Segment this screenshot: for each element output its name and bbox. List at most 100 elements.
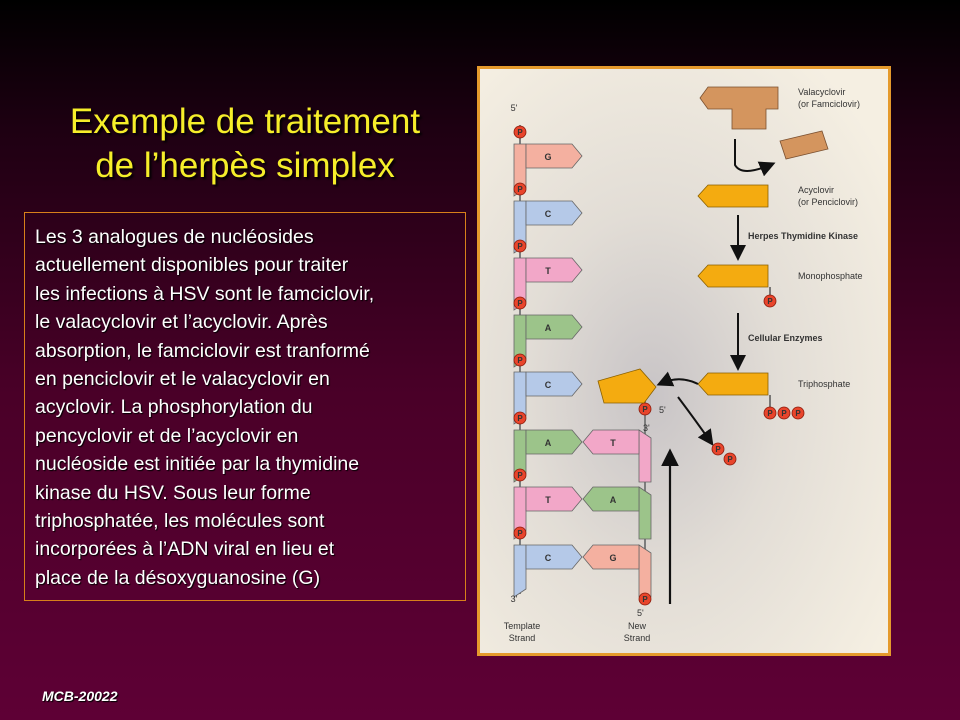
valacyclovir-molecule <box>699 86 779 130</box>
phosphate-label: P <box>795 409 801 418</box>
new-base-A <box>582 486 640 512</box>
phosphate-icon <box>777 406 791 420</box>
cleaved-fragment <box>779 130 829 160</box>
body-line: actuellement disponibles pour traiter <box>35 254 349 277</box>
enzymes-label: Cellular Enzymes <box>748 333 823 343</box>
template-base-A <box>525 429 583 455</box>
phosphate-icon <box>513 411 527 425</box>
phosphate-icon <box>513 239 527 253</box>
triphosphate-molecule <box>697 372 769 396</box>
arrow-down-icon <box>677 396 714 446</box>
template-base-label: T <box>545 495 551 505</box>
phosphate-icon <box>513 125 527 139</box>
body-line: kinase du HSV. Sous leur forme <box>35 481 311 504</box>
footer-code: MCB-20022 <box>42 688 118 704</box>
template-strand-label: Template <box>504 621 541 631</box>
phosphate-label: P <box>767 409 773 418</box>
new-nucleotide-stem <box>638 429 652 483</box>
phosphate-label: P <box>642 405 648 414</box>
valacyclovir-label: Valacyclovir <box>798 87 845 97</box>
phosphate-label: P <box>517 242 523 251</box>
body-line: Les 3 analogues de nucléosides <box>35 226 314 248</box>
phosphate-icon <box>638 402 652 416</box>
slide-title: Exemple de traitement de l’herpès simple… <box>30 100 460 188</box>
phosphate-label: P <box>517 471 523 480</box>
three-prime-label-new: 3' <box>643 423 650 433</box>
template-base-T <box>525 257 583 283</box>
phosphate-label: P <box>781 409 787 418</box>
body-line: acyclovir. La phosphorylation du <box>35 396 313 419</box>
five-prime-label-template: 5' <box>511 103 518 113</box>
phosphate-icon <box>638 592 652 606</box>
phosphate-label: P <box>517 414 523 423</box>
kinase-label: Herpes Thymidine Kinase <box>748 231 858 241</box>
body-line: absorption, le famciclovir est tranformé <box>35 339 370 362</box>
template-base-label: C <box>545 553 552 563</box>
new-base-G <box>582 544 640 570</box>
body-line: pencyclovir et de l’acyclovir en <box>35 424 299 447</box>
title-line-2: de l’herpès simplex <box>95 146 395 185</box>
new-strand-label: New <box>628 621 647 631</box>
template-base-label: C <box>545 380 552 390</box>
new-strand-label: Strand <box>624 633 651 643</box>
template-base-A <box>525 314 583 340</box>
phosphate-icon <box>711 442 725 456</box>
template-base-C <box>525 371 583 397</box>
phosphate-label: P <box>517 529 523 538</box>
phosphate-icon <box>513 353 527 367</box>
new-base-T <box>582 429 640 455</box>
phosphate-icon <box>513 296 527 310</box>
new-base-label: A <box>610 495 617 505</box>
three-prime-label-template: 3' <box>511 594 518 604</box>
new-nucleotide-stem <box>638 486 652 540</box>
arrow-down-icon <box>734 139 776 177</box>
monophosphate-label: Monophosphate <box>798 271 863 281</box>
phosphate-icon <box>513 526 527 540</box>
body-line: les infections à HSV sont le famciclovir… <box>35 282 375 305</box>
body-line: en penciclovir et le valacyclovir en <box>35 368 330 391</box>
template-base-G <box>525 143 583 169</box>
template-strand-label: Strand <box>509 633 536 643</box>
phosphate-label: P <box>517 299 523 308</box>
phosphate-icon <box>791 406 805 420</box>
template-base-label: T <box>545 266 551 276</box>
template-base-C <box>525 544 583 570</box>
monophosphate-molecule <box>697 264 769 288</box>
phosphate-icon <box>513 182 527 196</box>
acyclovir-label: (or Penciclovir) <box>798 197 858 207</box>
new-base-label: G <box>609 553 616 563</box>
phosphate-icon <box>513 468 527 482</box>
template-base-label: C <box>545 209 552 219</box>
body-line: place de la désoxyguanosine (G) <box>35 566 321 589</box>
phosphate-icon <box>723 452 737 466</box>
body-text-box: Les 3 analogues de nucléosides actuellem… <box>24 212 466 601</box>
new-nucleotide-stem <box>638 544 652 598</box>
phosphate-label: P <box>517 185 523 194</box>
body-line: nucléoside est initiée par la thymidine <box>35 453 360 476</box>
template-nucleotide-stem <box>513 544 527 598</box>
incorporated-acyclovir <box>597 368 657 404</box>
phosphate-label: P <box>517 128 523 137</box>
phosphate-label: P <box>767 297 773 306</box>
triphosphate-label: Triphosphate <box>798 379 850 389</box>
template-base-C <box>525 200 583 226</box>
body-line: triphosphatée, les molécules sont <box>35 510 325 533</box>
acyclovir-molecule <box>697 184 769 208</box>
body-line: incorporées à l’ADN viral en lieu et <box>35 538 335 561</box>
five-prime-label-new-bottom: 5' <box>637 608 644 618</box>
template-base-T <box>525 486 583 512</box>
phosphate-icon <box>763 294 777 308</box>
template-base-label: A <box>545 438 552 448</box>
title-line-1: Exemple de traitement <box>69 102 421 141</box>
arrow-left-icon <box>656 371 699 387</box>
phosphate-icon <box>763 406 777 420</box>
phosphate-label: P <box>642 595 648 604</box>
body-line: le valacyclovir et l’acyclovir. Après <box>35 311 328 334</box>
phosphate-label: P <box>715 445 721 454</box>
template-base-label: G <box>544 152 551 162</box>
five-prime-label-new: 5' <box>659 405 666 415</box>
template-base-label: A <box>545 323 552 333</box>
valacyclovir-label: (or Famciclovir) <box>798 99 860 109</box>
